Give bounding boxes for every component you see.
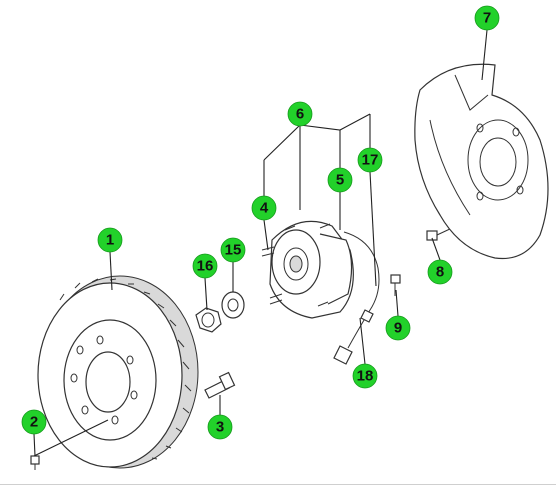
shield-bolt xyxy=(426,227,453,241)
callout-17: 17 xyxy=(357,147,383,173)
callout-2: 2 xyxy=(21,409,47,435)
callout-3: 3 xyxy=(207,414,233,440)
disc-screw xyxy=(30,455,40,470)
callout-16-label: 16 xyxy=(197,258,214,275)
callout-7: 7 xyxy=(474,5,500,31)
washer xyxy=(221,291,245,319)
callout-18-label: 18 xyxy=(357,368,374,385)
sensor-bolt xyxy=(390,274,401,296)
callout-16: 16 xyxy=(192,253,218,279)
callout-15-label: 15 xyxy=(225,242,242,259)
callout-9: 9 xyxy=(385,315,411,341)
callout-15: 15 xyxy=(220,237,246,263)
bottom-divider xyxy=(0,484,556,485)
hub-nut xyxy=(195,307,222,333)
callout-4-label: 4 xyxy=(260,200,269,217)
callout-4: 4 xyxy=(251,195,277,221)
callout-5: 5 xyxy=(327,167,353,193)
brake-disc xyxy=(37,275,199,469)
hub-bolt xyxy=(204,371,236,399)
callout-6: 6 xyxy=(287,101,313,127)
callout-1: 1 xyxy=(97,227,123,253)
callout-8-label: 8 xyxy=(436,264,444,281)
callout-17-label: 17 xyxy=(362,152,379,169)
callout-8: 8 xyxy=(427,259,453,285)
callout-7-label: 7 xyxy=(483,10,491,27)
hub-bearing-assembly xyxy=(261,220,354,319)
speed-sensor-cable xyxy=(333,231,380,365)
dust-shield xyxy=(414,63,549,260)
callout-18: 18 xyxy=(352,363,378,389)
leader-lines xyxy=(33,29,488,457)
callout-9-label: 9 xyxy=(394,320,402,337)
callout-2-label: 2 xyxy=(30,414,38,431)
callout-1-label: 1 xyxy=(106,232,114,249)
callout-5-label: 5 xyxy=(336,172,344,189)
callout-3-label: 3 xyxy=(216,419,224,436)
callout-6-label: 6 xyxy=(296,106,304,123)
